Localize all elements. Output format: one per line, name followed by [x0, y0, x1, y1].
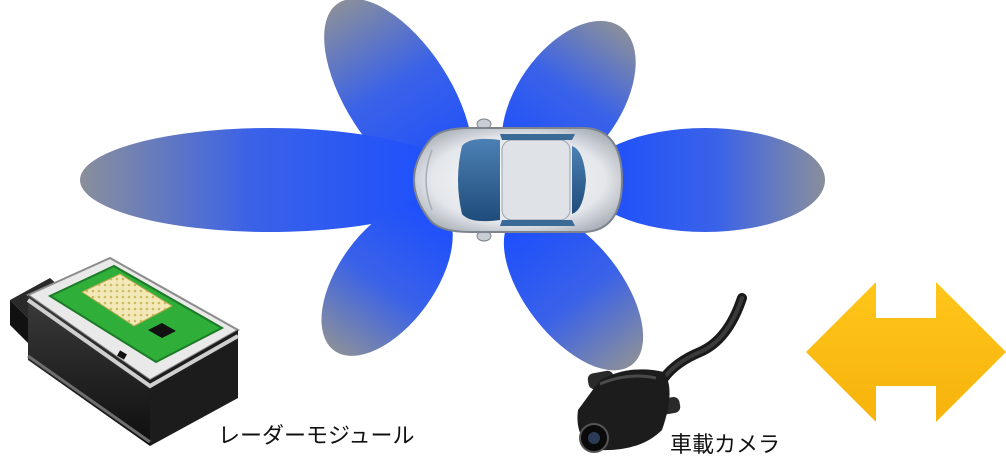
radar-module-icon	[10, 256, 241, 446]
car-icon	[412, 118, 624, 242]
radar-module-label: レーダーモジュール	[218, 424, 414, 449]
double-arrow-icon	[806, 282, 1006, 422]
beam-rear-left	[321, 199, 453, 356]
beam-left	[80, 128, 460, 232]
vehicle-camera-icon	[577, 293, 747, 453]
beam-right	[585, 128, 825, 232]
beam-rear-right	[503, 209, 644, 371]
vehicle-camera-label: 車載カメラ	[670, 433, 780, 458]
